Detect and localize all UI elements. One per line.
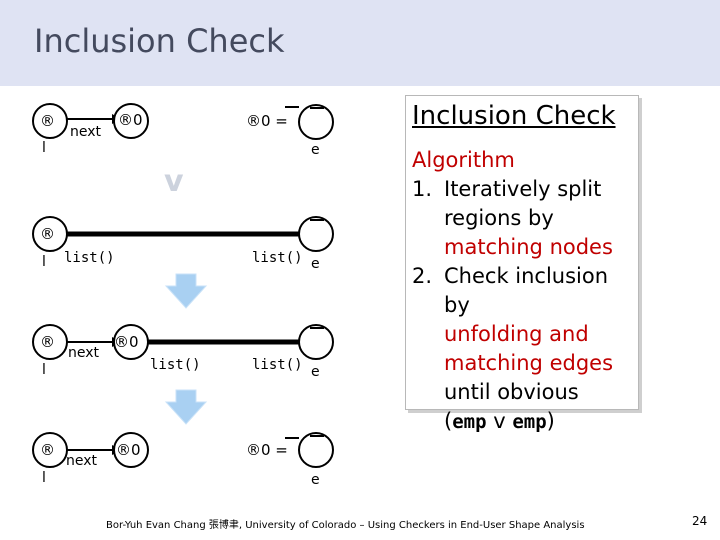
entailment-operator: v (164, 164, 184, 199)
node-label-e-row1: e (311, 142, 320, 158)
algorithm-text: Algorithm 1. Iteratively split regions b… (412, 146, 638, 437)
step2-line-d: until obvious (444, 380, 579, 404)
node-label-e-row2: e (311, 256, 320, 272)
symbol-alpha-row2: ® (40, 225, 55, 243)
symbol-alpha-row4: ® (40, 441, 55, 459)
algorithm-panel: Inclusion Check Algorithm 1. Iteratively… (405, 95, 639, 433)
overbar-row4 (310, 435, 324, 437)
symbol-alpha0-row4: ®0 (116, 441, 141, 459)
overbar-row2 (310, 219, 324, 221)
node-row2-left (32, 216, 68, 252)
step1-line-b: regions by (444, 206, 554, 230)
sub-l-row2: l (42, 254, 46, 270)
node-row3-rhs (298, 324, 334, 360)
call-list-row2-left: list() (64, 250, 115, 266)
step2-number: 2. (412, 264, 433, 288)
node-row1-rhs (298, 104, 334, 140)
call-list-row3-mid: list() (150, 357, 201, 373)
slide-title: Inclusion Check (34, 22, 285, 60)
algorithm-step-2: 2. Check inclusion by unfolding and matc… (412, 262, 638, 437)
symbol-alpha0-row1: ®0 (118, 111, 143, 129)
step1-number: 1. (412, 177, 433, 201)
overbar-row1 (310, 107, 324, 109)
title-bar (0, 0, 720, 86)
step2-line-b: unfolding and (444, 322, 589, 346)
paren-open: ( (444, 409, 453, 433)
step1-line-a: Iteratively split (444, 177, 602, 201)
node-row4-left (32, 432, 68, 468)
algorithm-label: Algorithm (412, 148, 515, 172)
symbol-alpha0-row3: ®0 (114, 333, 139, 351)
node-row1-left (32, 103, 68, 139)
page-number: 24 (692, 514, 708, 528)
sub-l-row4: l (42, 470, 46, 486)
panel-title: Inclusion Check (412, 101, 616, 131)
down-arrow-icon-1 (164, 273, 208, 309)
step2-line-c: matching edges (444, 351, 614, 375)
paren-close: ) (546, 409, 555, 433)
entail-v: v (486, 409, 513, 433)
step2-line-e: (emp v emp) (444, 407, 638, 437)
node-row4-right (113, 432, 149, 468)
algorithm-step-1: 1. Iteratively split regions by matching… (412, 175, 638, 262)
sub-l-row1: l (42, 140, 46, 156)
node-row2-rhs (298, 216, 334, 252)
call-list-row2-right: list() (252, 250, 303, 266)
edge-label-next-row4: next (66, 453, 98, 469)
node-row1-right (113, 103, 149, 139)
node-label-e-row3: e (311, 364, 320, 380)
footer-text: Bor-Yuh Evan Chang 張博聿, University of Co… (106, 520, 585, 531)
emp-left: emp (452, 411, 487, 433)
symbol-alpha-row3: ® (40, 333, 55, 351)
node-row3-left (32, 324, 68, 360)
step1-line-c: matching nodes (444, 235, 613, 259)
rhs-eq-row1: ®0 = (246, 112, 288, 130)
call-list-row3-right: list() (252, 357, 303, 373)
rhs-eq-row4: ®0 = (246, 441, 288, 459)
sub-l-row3: l (42, 362, 46, 378)
down-arrow-icon-2 (164, 389, 208, 425)
node-label-e-row4: e (311, 472, 320, 488)
symbol-alpha-row1: ® (40, 112, 55, 130)
emp-right: emp (512, 411, 547, 433)
overbar-row3 (310, 327, 324, 329)
edge-label-next-row1: next (70, 124, 102, 140)
step2-line-a: Check inclusion by (444, 264, 609, 317)
edge-label-next-row3: next (68, 345, 100, 361)
node-row4-rhs (298, 432, 334, 468)
node-row3-right (113, 324, 149, 360)
